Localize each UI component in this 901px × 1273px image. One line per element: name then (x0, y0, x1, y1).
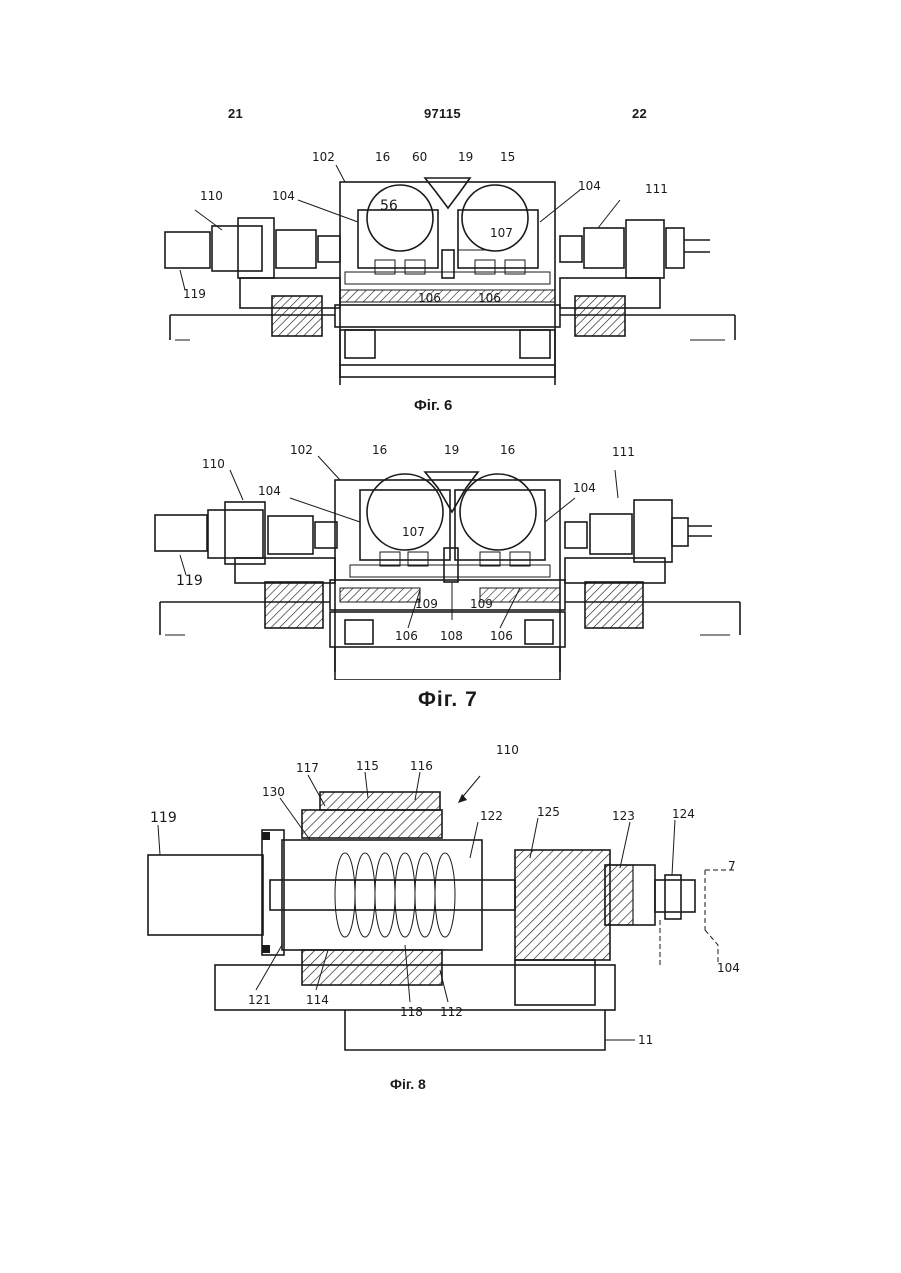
ref-7: 7 (728, 859, 736, 873)
figure-8-drawing: 117 115 116 110 130 119 122 125 123 124 … (0, 740, 901, 1070)
ref-119: 119 (183, 287, 206, 301)
ref-60: 60 (412, 150, 427, 164)
ref-106-right: 106 (490, 629, 513, 643)
ref-16: 16 (375, 150, 390, 164)
ref-104-right: 104 (578, 179, 601, 193)
ref-112: 112 (440, 1005, 463, 1019)
ref-115: 115 (356, 759, 379, 773)
ref-110: 110 (202, 457, 225, 471)
ref-106-right: 106 (478, 291, 501, 305)
ref-110: 110 (200, 189, 223, 203)
ref-119: 119 (150, 810, 177, 826)
figure-7-drawing: 102 16 19 16 104 104 110 111 107 119 109… (0, 440, 901, 680)
patent-number: 97115 (424, 106, 461, 121)
ref-15: 15 (500, 150, 515, 164)
ref-124: 124 (672, 807, 695, 821)
ref-118: 118 (400, 1005, 423, 1019)
ref-11: 11 (638, 1033, 653, 1047)
ref-125: 125 (537, 805, 560, 819)
ref-104: 104 (717, 961, 740, 975)
ref-110: 110 (496, 743, 519, 757)
figure-6-caption: Фіг. 6 (414, 397, 452, 414)
figure-7-caption: Фіг. 7 (418, 688, 478, 712)
ref-116: 116 (410, 759, 433, 773)
ref-102: 102 (290, 443, 313, 457)
ref-130: 130 (262, 785, 285, 799)
page-number-right: 22 (632, 106, 647, 121)
ref-117: 117 (296, 761, 319, 775)
ref-106-left: 106 (418, 291, 441, 305)
ref-108: 108 (440, 629, 463, 643)
ref-122: 122 (480, 809, 503, 823)
ref-111: 111 (612, 445, 635, 459)
ref-111: 111 (645, 182, 668, 196)
ref-107: 107 (490, 226, 513, 240)
page-number-left: 21 (228, 106, 243, 121)
ref-16-left: 16 (372, 443, 387, 457)
ref-104-left: 104 (272, 189, 295, 203)
ref-106-left: 106 (395, 629, 418, 643)
figure-6-drawing: 102 16 60 19 15 104 104 110 111 56 107 1… (0, 130, 901, 400)
ref-19: 19 (444, 443, 459, 457)
ref-119: 119 (176, 573, 203, 589)
ref-16-right: 16 (500, 443, 515, 457)
ref-102: 102 (312, 150, 335, 164)
ref-114: 114 (306, 993, 329, 1007)
ref-109-left: 109 (415, 597, 438, 611)
ref-123: 123 (612, 809, 635, 823)
ref-19: 19 (458, 150, 473, 164)
ref-109-right: 109 (470, 597, 493, 611)
ref-121: 121 (248, 993, 271, 1007)
ref-104-right: 104 (573, 481, 596, 495)
ref-56: 56 (380, 198, 398, 214)
figure-8-caption: Фіг. 8 (390, 1076, 426, 1092)
ref-104-left: 104 (258, 484, 281, 498)
ref-107: 107 (402, 525, 425, 539)
